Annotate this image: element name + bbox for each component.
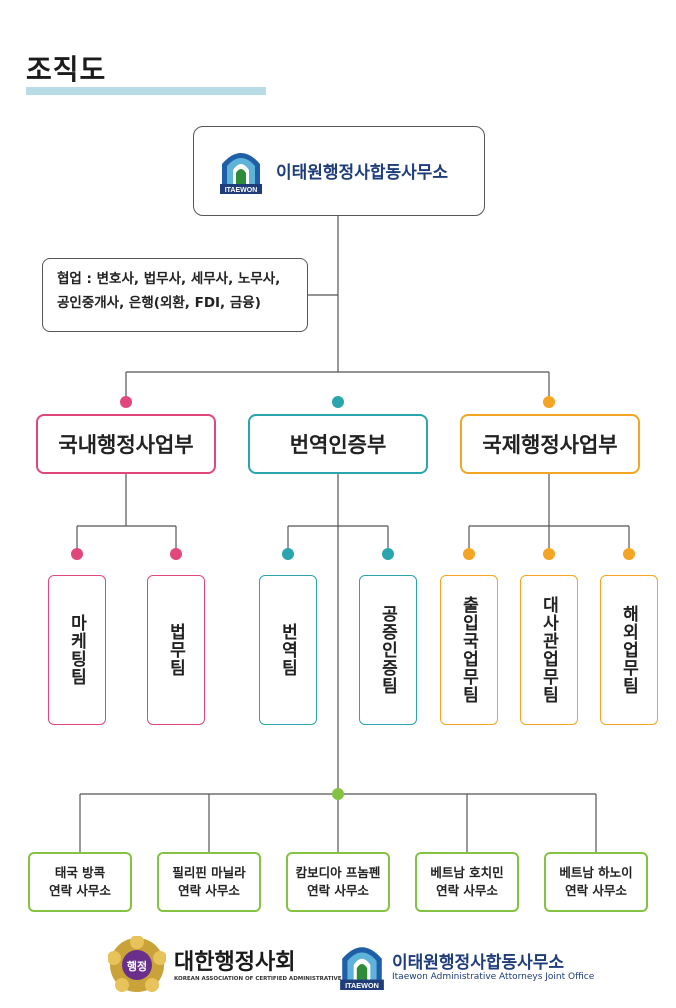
- page-title: 조직도: [26, 53, 107, 86]
- collaboration-line-1: 협업 : 변호사, 법무사, 세무사, 노무사,: [57, 271, 281, 287]
- seal-text: 행정: [127, 959, 147, 973]
- department-translation: 번역인증부: [248, 414, 428, 474]
- team-immigration: 출입국업무팀: [440, 575, 498, 725]
- team-embassy: 대사관업무팀: [520, 575, 578, 725]
- team-label: 번역팀: [277, 623, 298, 677]
- office-city: 베트남 호치민: [430, 865, 504, 880]
- office-city: 태국 방콕: [54, 865, 106, 880]
- team-label: 출입국업무팀: [458, 596, 479, 704]
- team-label: 해외업무팀: [618, 605, 639, 695]
- office-type: 연락 사무소: [49, 883, 111, 898]
- team-label: 대사관업무팀: [538, 596, 559, 704]
- office-city: 베트남 하노이: [559, 865, 633, 880]
- team-label: 법무팀: [165, 623, 186, 677]
- association-seal-icon: 행정: [108, 936, 166, 992]
- association-name: 대한행정사회: [174, 950, 296, 975]
- office-city: 필리핀 마닐라: [172, 865, 246, 880]
- footer-logo-text: ITAEWON: [345, 981, 379, 990]
- team-translation: 번역팀: [259, 575, 317, 725]
- top-organization-name: 이태원행정사합동사무소: [276, 163, 449, 183]
- team-legal: 법무팀: [147, 575, 205, 725]
- office-city: 캄보디아 프놈펜: [295, 865, 381, 880]
- itaewon-logo-icon: ITAEWON: [220, 153, 262, 194]
- firm-subtitle: Itaewon Administrative Attorneys Joint O…: [392, 972, 595, 982]
- department-international: 국제행정사업부: [460, 414, 640, 474]
- department-domestic: 국내행정사업부: [36, 414, 216, 474]
- collaboration-note: 협업 : 변호사, 법무사, 세무사, 노무사, 공인중개사, 은행(외환, F…: [42, 258, 308, 332]
- office-type: 연락 사무소: [565, 883, 627, 898]
- team-label: 마케팅팀: [66, 614, 87, 686]
- firm-name: 이태원행정사합동사무소: [392, 953, 565, 973]
- collaboration-line-2: 공인중개사, 은행(외환, FDI, 금융): [57, 295, 261, 311]
- office-type: 연락 사무소: [178, 883, 240, 898]
- title-underline: [26, 87, 266, 95]
- team-notarization: 공증인증팀: [359, 575, 417, 725]
- association-subtitle: KOREAN ASSOCIATION OF CERTIFIED ADMINIST…: [174, 976, 381, 982]
- team-label: 공증인증팀: [377, 605, 398, 695]
- footer-itaewon-logo-icon: ITAEWON: [340, 947, 384, 990]
- top-logo-text: ITAEWON: [225, 187, 258, 194]
- office-type: 연락 사무소: [436, 883, 498, 898]
- team-marketing: 마케팅팀: [48, 575, 106, 725]
- office-type: 연락 사무소: [307, 883, 369, 898]
- team-overseas: 해외업무팀: [600, 575, 658, 725]
